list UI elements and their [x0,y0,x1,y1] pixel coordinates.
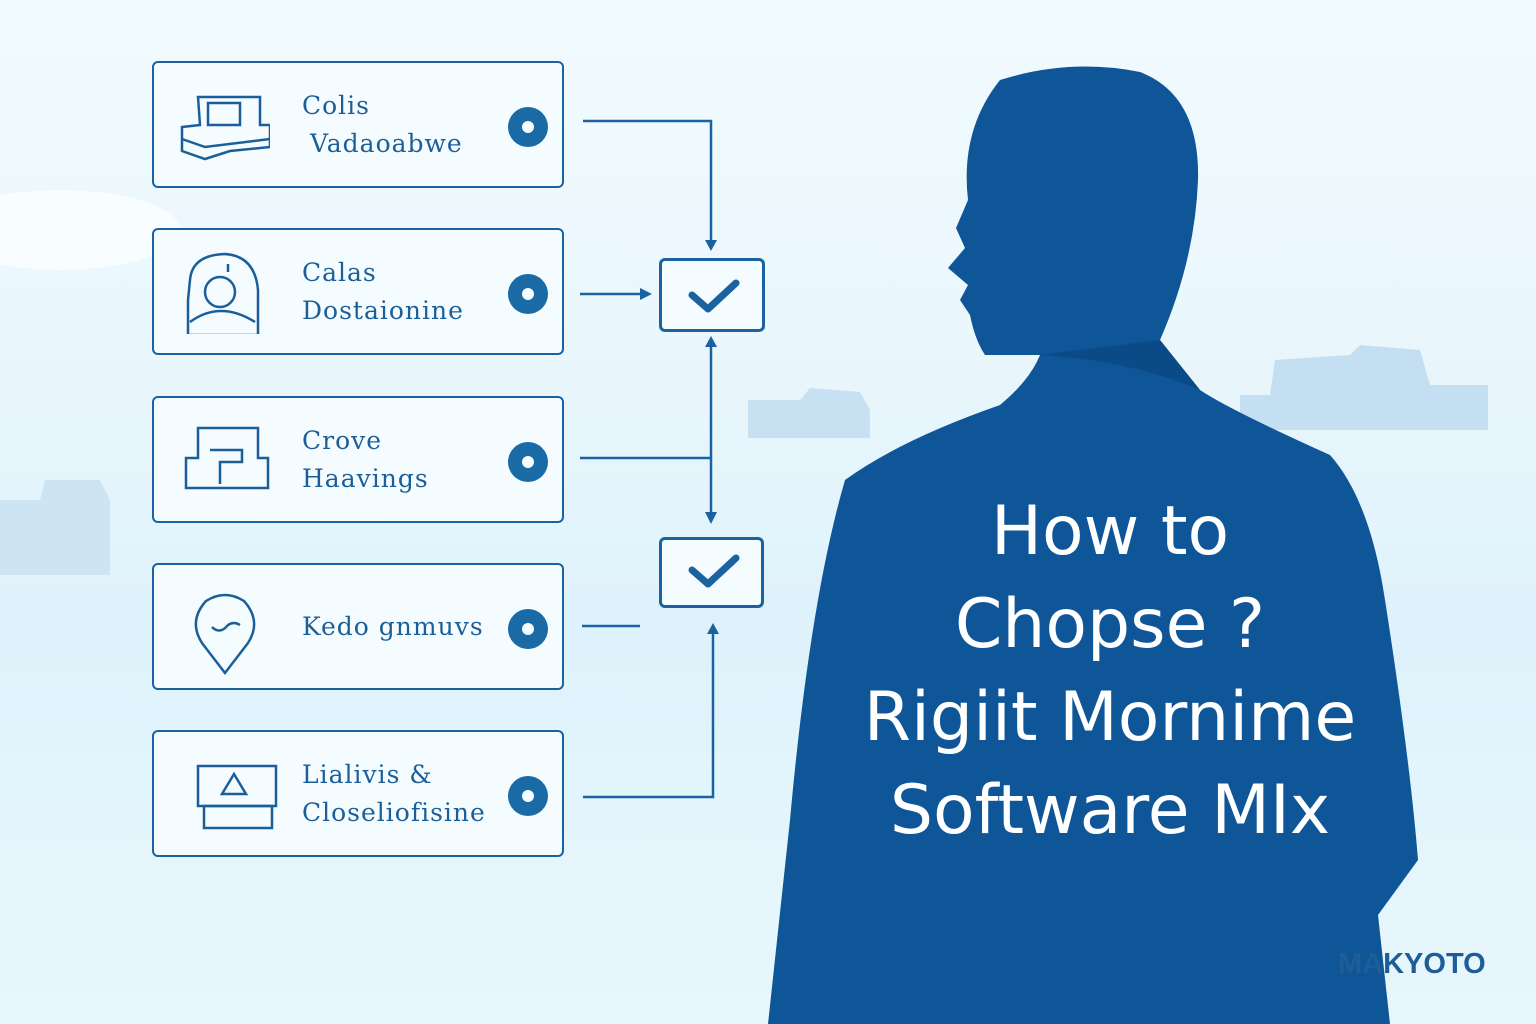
card-label-line: Dostaionine [302,295,464,325]
card-label-line: Lialivis & [302,759,433,789]
brand-watermark: MAKYOTO [1338,948,1486,980]
headline-line: Chopse ? [954,585,1266,664]
connectors [580,119,715,799]
checkbox-checked[interactable] [659,537,764,608]
card-label-line: Haavings [302,463,429,493]
option-card[interactable]: Kedo gnmuvs [152,563,564,690]
card-label-line: Colis [302,90,371,120]
ship-silhouette-middle [748,388,870,438]
arrowheads [640,240,719,634]
radio-button[interactable] [508,609,548,649]
headline: How to Chopse ? Rigiit Mornime Software … [820,485,1400,857]
checkbox-checked[interactable] [659,258,765,332]
checkmark-icon [688,554,740,588]
headline-line: Rigiit Mornime [863,678,1357,757]
headline-line: Software MIx [889,771,1331,850]
radio-button[interactable] [508,107,548,147]
headline-line: How to [990,492,1230,571]
option-card[interactable]: Lialivis & Closeliofisine [152,730,564,857]
checkmark-icon [688,279,740,313]
radio-button[interactable] [508,776,548,816]
location-pin-icon [194,593,256,676]
person-silhouette [768,66,1418,1024]
card-label-line: Closeliofisine [302,797,486,827]
user-icon [186,252,260,334]
card-label-line: Kedo gnmuvs [302,611,484,641]
radio-button[interactable] [508,442,548,482]
radio-button[interactable] [508,274,548,314]
ship-silhouette-right [1240,345,1488,430]
card-label-line: Calas [302,257,377,287]
card-label-line: Crove [302,425,383,455]
building-icon [180,95,270,161]
warning-monitor-icon [196,764,278,830]
map-icon [184,426,270,490]
card-label-line: Vadaoabwe [310,128,463,158]
ship-silhouette-left [0,480,110,575]
